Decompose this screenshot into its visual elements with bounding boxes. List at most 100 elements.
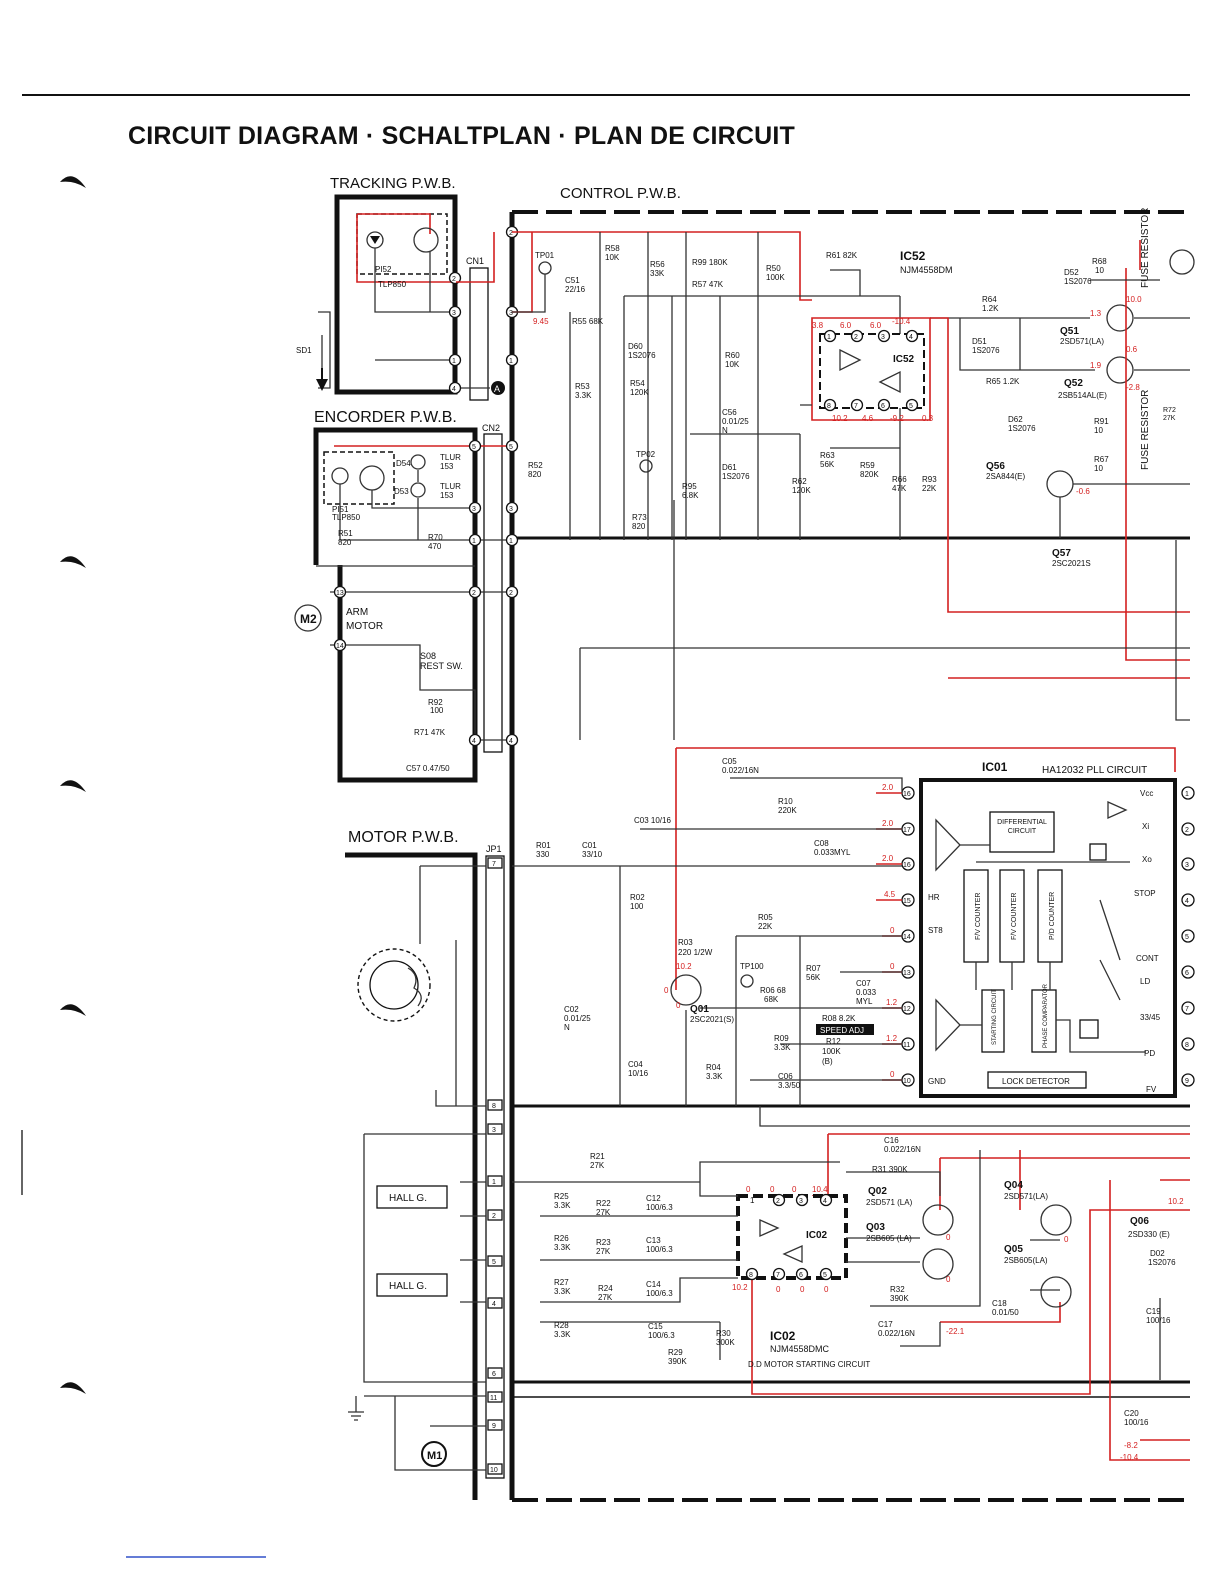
svg-text:C13: C13	[646, 1236, 661, 1245]
svg-text:11: 11	[490, 1395, 497, 1402]
pi52-photointerrupter	[356, 213, 448, 275]
c56-val: 0.01/25	[722, 417, 749, 426]
marker-a-label: A	[494, 384, 500, 394]
svg-text:0: 0	[776, 1285, 781, 1294]
r54-ref: R54	[630, 379, 645, 388]
svg-text:1: 1	[509, 358, 513, 365]
svg-text:3: 3	[1185, 862, 1189, 869]
r71-label: R71 47K	[414, 728, 446, 737]
q01-part: 2SC2021(S)	[690, 1015, 734, 1024]
r73-val: 820	[632, 522, 646, 531]
svg-text:C18: C18	[992, 1299, 1007, 1308]
svg-text:1: 1	[827, 334, 831, 341]
sd1-label: SD1	[296, 346, 312, 355]
r63-ref: R63	[820, 451, 835, 460]
svg-text:-10.4: -10.4	[892, 317, 911, 326]
pi52-ref: PI52	[375, 265, 392, 274]
c08-ref: C08	[814, 839, 829, 848]
q05-ref: Q05	[1004, 1244, 1023, 1255]
r09-val: 3.3K	[774, 1043, 791, 1052]
r68-ref: R68	[1092, 257, 1107, 266]
r12-type: (B)	[822, 1057, 833, 1066]
r91-val: 10	[1094, 426, 1103, 435]
svg-text:7: 7	[492, 861, 496, 868]
svg-text:1.2: 1.2	[886, 1034, 898, 1043]
svg-text:C12: C12	[646, 1194, 661, 1203]
r51-ref: R51	[338, 529, 353, 538]
svg-text:2: 2	[1185, 827, 1189, 834]
q52-ref: Q52	[1064, 378, 1083, 389]
svg-text:4: 4	[509, 738, 513, 745]
svg-text:1.9: 1.9	[1090, 361, 1102, 370]
ic02-voltages: 0 0 0 10.4 10.2 0 0 0	[732, 1185, 829, 1294]
c04-val: 10/16	[628, 1069, 649, 1078]
svg-text:16: 16	[903, 862, 911, 869]
c04-ref: C04	[628, 1060, 643, 1069]
r52-val: 820	[528, 470, 542, 479]
m1-label: M1	[427, 1450, 442, 1462]
r62-ref: R62	[792, 477, 807, 486]
ic01-pd-counter-label: P/D COUNTER	[1049, 892, 1056, 940]
r04-ref: R04	[706, 1063, 721, 1072]
r63-val: 56K	[820, 460, 835, 469]
r66-ref: R66	[892, 475, 907, 484]
pi51-transistor-icon	[359, 465, 385, 491]
ic01-pins: 16 17 16 15 14 13 12 11 10 1 2 3 4 5 6 7…	[901, 786, 1195, 1087]
ic01-phase-comparator-label: PHASE COMPARATOR	[1043, 983, 1049, 1048]
marker-a	[491, 381, 505, 395]
svg-text:7: 7	[1185, 1006, 1189, 1013]
svg-text:27K: 27K	[596, 1247, 611, 1256]
q02-part: 2SD571 (LA)	[866, 1198, 913, 1207]
r59-ref: R59	[860, 461, 875, 470]
svg-text:5: 5	[509, 444, 513, 451]
d60-ref: D60	[628, 342, 643, 351]
r02-val: 100	[630, 902, 644, 911]
c08-val: 0.033MYL	[814, 848, 851, 857]
q56-transistor-icon	[1046, 470, 1074, 498]
c06-ref: C06	[778, 1072, 793, 1081]
d54-led-icon	[410, 454, 426, 470]
ic01-ref: IC01	[982, 760, 1008, 774]
r99-label: R99 180K	[692, 258, 728, 267]
control-pwb-label: CONTROL P.W.B.	[560, 185, 681, 202]
r58-val: 10K	[605, 253, 620, 262]
r67-val: 10	[1094, 464, 1103, 473]
ic01-starting-circuit-label: STARTING CIRCUIT	[992, 989, 998, 1045]
r64-val: 1.2K	[982, 304, 999, 313]
d53-part2: 153	[440, 491, 454, 500]
r61-label: R61 82K	[826, 251, 858, 260]
svg-text:-9.2: -9.2	[890, 414, 904, 423]
svg-text:10.2: 10.2	[1168, 1197, 1184, 1206]
svg-text:0.3: 0.3	[922, 414, 934, 423]
q04-ref: Q04	[1004, 1180, 1023, 1191]
q06-ref: Q06	[1130, 1216, 1149, 1227]
svg-text:3: 3	[509, 310, 513, 317]
ic01-fv-counter-2	[999, 869, 1025, 963]
svg-text:5: 5	[823, 1272, 827, 1279]
d54-part2: 153	[440, 462, 454, 471]
r56-val: 33K	[650, 269, 665, 278]
r56-ref: R56	[650, 260, 665, 269]
ic01-differential-label: DIFFERENTIAL CIRCUIT	[997, 819, 1047, 835]
svg-text:C14: C14	[646, 1280, 661, 1289]
r08-label: R08 8.2K	[822, 1014, 856, 1023]
svg-text:4.6: 4.6	[862, 414, 874, 423]
r57-label: R57 47K	[692, 280, 724, 289]
svg-text:13: 13	[903, 970, 911, 977]
svg-text:3: 3	[799, 1198, 803, 1205]
svg-text:4: 4	[472, 738, 476, 745]
encoder-pwb-label: ENCORDER P.W.B.	[314, 409, 457, 426]
svg-text:0: 0	[890, 962, 895, 971]
svg-text:0: 0	[792, 1185, 797, 1194]
ic01-fv-counter-1	[963, 869, 989, 963]
svg-text:10: 10	[903, 1078, 911, 1085]
q01-ref: Q01	[690, 1004, 709, 1015]
ic02-body	[736, 1194, 848, 1280]
svg-text:R27: R27	[554, 1278, 569, 1287]
svg-text:-2.8: -2.8	[1126, 383, 1140, 392]
svg-text:100/6.3: 100/6.3	[646, 1289, 673, 1298]
s08-label: REST SW.	[420, 661, 463, 671]
svg-text:0.022/16N: 0.022/16N	[884, 1145, 921, 1154]
svg-text:2: 2	[492, 1213, 496, 1220]
svg-text:3: 3	[509, 506, 513, 513]
